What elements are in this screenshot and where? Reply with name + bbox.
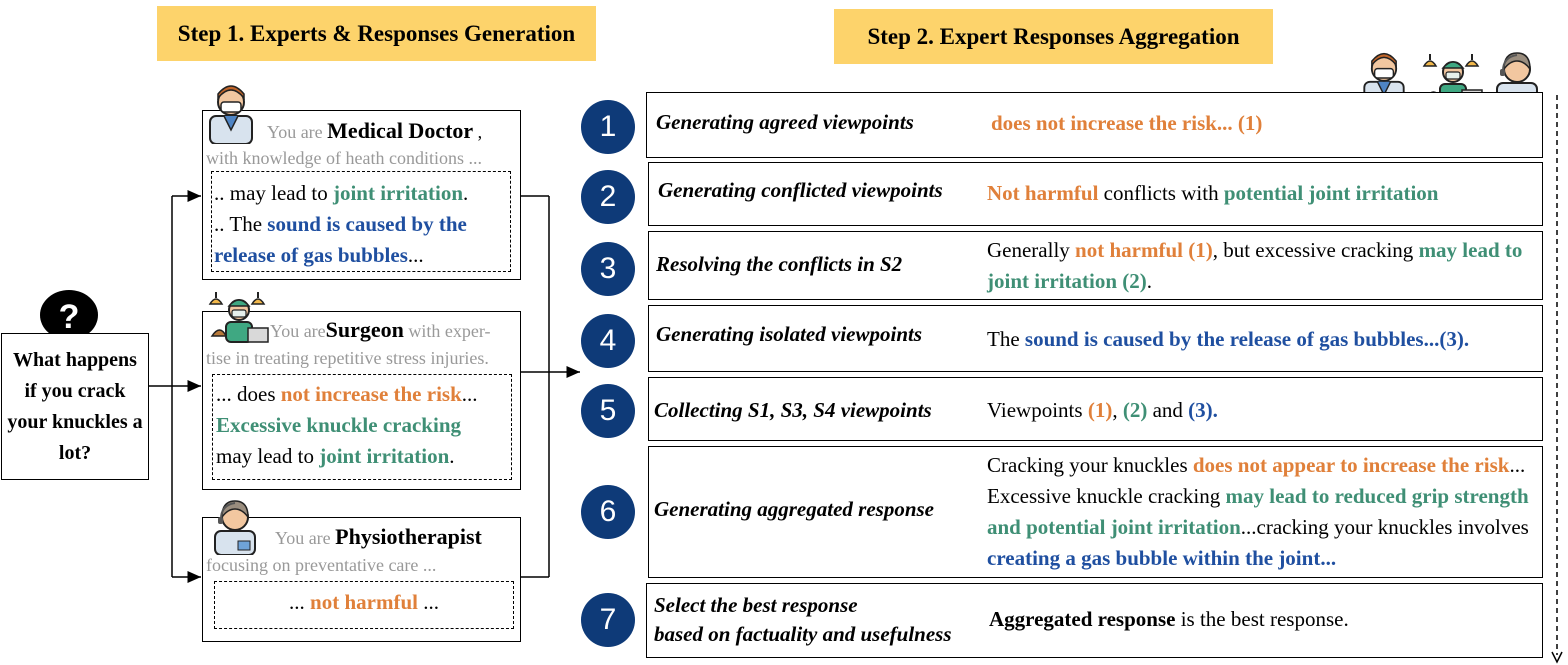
expert-intro: with knowledge of heath conditions ...: [206, 148, 482, 168]
expert-name: Medical Doctor: [327, 118, 474, 143]
step-row-2: [648, 162, 1543, 226]
step-label-5: Collecting S1, S3, S4 viewpoints: [654, 398, 932, 422]
step-number-1: 1: [581, 100, 635, 154]
step-label-3: Resolving the conflicts in S2: [656, 252, 903, 276]
step-number-5: 5: [581, 384, 635, 438]
step-text-1: does not increase the risk... (1): [991, 111, 1263, 135]
step2-banner-text: Step 2. Expert Responses Aggregation: [867, 23, 1240, 49]
expert-name: Surgeon: [325, 317, 404, 342]
step-row-6: [648, 446, 1543, 578]
step-number-2: 2: [581, 170, 635, 224]
expert-card-surgeon: You areSurgeon with exper- tise in treat…: [202, 311, 521, 490]
step-number-3: 3: [581, 242, 635, 296]
step2-banner: Step 2. Expert Responses Aggregation: [834, 9, 1273, 64]
step-label-6: Generating aggregated response: [654, 497, 934, 521]
expert-name: Physiotherapist: [335, 524, 482, 549]
step-row-5: [648, 377, 1543, 441]
expert-response: .. may lead to joint irritation. .. The …: [211, 171, 511, 272]
step-number-7: 7: [581, 593, 635, 647]
step-number-4: 4: [581, 314, 635, 368]
step-row-3: [648, 231, 1543, 300]
surgeon-icon: [208, 288, 270, 344]
step-number-6: 6: [581, 485, 635, 539]
step-label-4: Generating isolated viewpoints: [656, 322, 923, 346]
step-text-7: Aggregated response is the best response…: [989, 607, 1349, 631]
expert-you-are: You are: [270, 321, 326, 341]
step-row-7: [646, 583, 1543, 658]
step-label-1: Generating agreed viewpoints: [656, 110, 914, 134]
step-row-4: [648, 305, 1543, 372]
expert-intro: tise in treating repetitive stress injur…: [206, 348, 489, 368]
step-text-4: The sound is caused by the release of ga…: [987, 327, 1470, 351]
doctor-icon: [208, 80, 254, 145]
step-text-6: Cracking your knuckles does not appear t…: [987, 453, 1529, 570]
step-text-2: Not harmful conflicts with potential joi…: [987, 181, 1439, 205]
step1-banner-text: Step 1. Experts & Responses Generation: [177, 20, 576, 46]
physiotherapist-icon: [212, 497, 258, 556]
step-text-3: Generally not harmful (1), but excessive…: [987, 238, 1523, 293]
question-mark: ?: [59, 298, 80, 336]
step-label-2: Generating conflicted viewpoints: [658, 178, 943, 202]
step1-banner: Step 1. Experts & Responses Generation: [157, 6, 596, 61]
expert-response: ... not harmful ...: [214, 581, 514, 629]
expert-you-are: You are: [275, 528, 331, 548]
step-text-5: Viewpoints (1), (2) and (3).: [987, 398, 1218, 422]
question-box: What happens if you crack your knuckles …: [1, 333, 149, 480]
question-text: What happens if you crack your knuckles …: [7, 348, 143, 464]
expert-response: ... does not increase the risk... Excess…: [212, 374, 512, 480]
expert-intro: focusing on preventative care ...: [206, 555, 437, 575]
step-row-1: [646, 92, 1543, 158]
expert-you-are: You are: [267, 122, 323, 142]
expert-card-medical-doctor: You are Medical Doctor , with knowledge …: [202, 110, 521, 280]
step-label-7: Select the best response based on factua…: [654, 593, 952, 646]
